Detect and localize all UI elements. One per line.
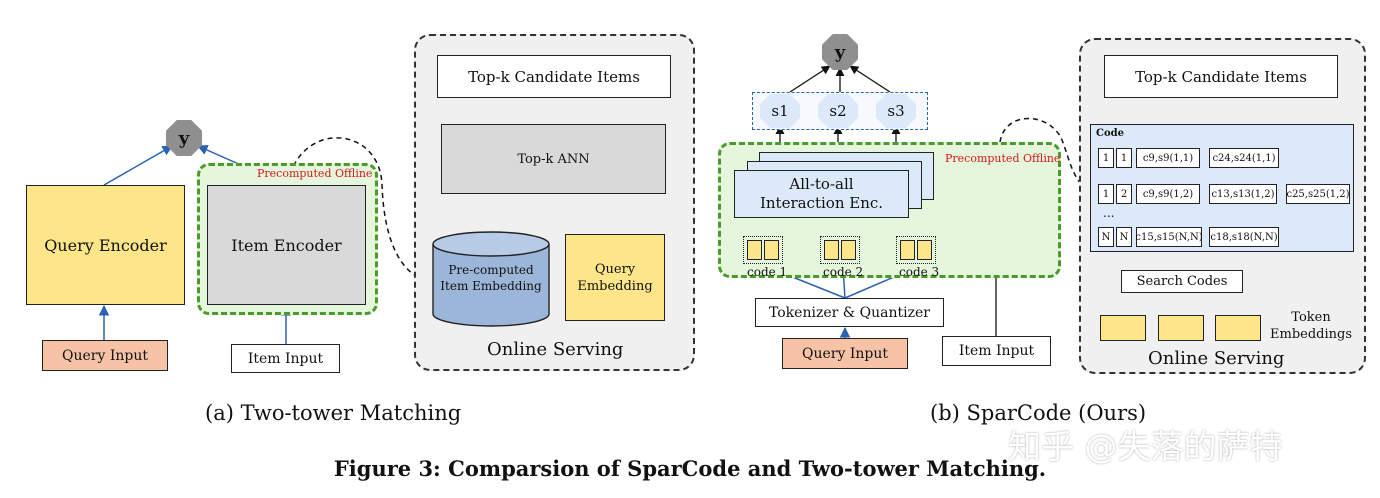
score-node-s2: s2 [818, 94, 858, 128]
query-embedding-box: Query Embedding [565, 234, 665, 321]
search-codes-box: Search Codes [1121, 270, 1243, 293]
precomputed-item-embedding-label: Pre-computed Item Embedding [440, 263, 542, 293]
code-2-token-a [824, 240, 839, 260]
all-to-all-interaction-encoder: All-to-all Interaction Enc. [734, 170, 909, 218]
code-entry: c9,s9(1,1) [1136, 148, 1200, 168]
code-2-group [820, 236, 860, 264]
database-cylinder-icon [432, 231, 550, 327]
code-entry: c25,s25(1,2) [1286, 184, 1350, 204]
code-table-title: Code [1096, 128, 1124, 139]
token-embedding-3 [1215, 315, 1261, 341]
query-encoder-box: Query Encoder [26, 185, 185, 305]
code-2-label: code 2 [823, 265, 864, 279]
code-entry: c9,s9(1,2) [1136, 184, 1200, 204]
code-entry: c13,s13(1,2) [1209, 184, 1277, 204]
top-k-candidates-box-left: Top-k Candidate Items [437, 55, 671, 98]
query-input-box-right: Query Input [782, 338, 908, 369]
online-serving-label-left: Online Serving [487, 339, 624, 360]
item-input-box: Item Input [231, 344, 340, 373]
top-k-candidates-box-right: Top-k Candidate Items [1104, 55, 1338, 98]
caption-b: (b) SparCode (Ours) [930, 401, 1147, 425]
code-1-group [743, 236, 783, 264]
code-2-token-b [841, 240, 856, 260]
code-key: N [1098, 227, 1114, 247]
code-3-token-a [900, 240, 915, 260]
query-input-box: Query Input [42, 340, 168, 371]
token-embedding-1 [1100, 315, 1146, 341]
code-entry: c18,s18(N,N) [1209, 227, 1279, 247]
code-entry: c24,s24(1,1) [1209, 148, 1279, 168]
code-table-ellipsis: ... [1103, 206, 1115, 220]
score-node-s3: s3 [876, 94, 916, 128]
precomputed-offline-label-right: Precomputed Offline [945, 152, 1061, 165]
token-embeddings-label: Token Embeddings [1270, 310, 1352, 342]
output-node-y-right: y [822, 34, 858, 70]
code-1-token-b [764, 240, 779, 260]
code-3-label: code 3 [899, 265, 940, 279]
figure-caption: Figure 3: Comparsion of SparCode and Two… [333, 456, 1047, 481]
code-key: 2 [1116, 184, 1132, 204]
code-1-token-a [747, 240, 762, 260]
precomputed-offline-label: Precomputed Offline [257, 167, 373, 180]
caption-a: (a) Two-tower Matching [205, 401, 462, 425]
score-node-s1: s1 [760, 94, 800, 128]
output-node-y: y [166, 120, 202, 156]
online-serving-label-right: Online Serving [1148, 348, 1285, 369]
tokenizer-quantizer-box: Tokenizer & Quantizer [755, 298, 944, 327]
watermark: 知乎 @失落的萨特 [1008, 427, 1283, 466]
code-3-group [896, 236, 936, 264]
item-input-box-right: Item Input [942, 336, 1051, 366]
code-entry: c15,s15(N,N) [1135, 227, 1203, 247]
code-1-label: code 1 [747, 265, 788, 279]
code-key: N [1116, 227, 1132, 247]
code-key: 1 [1098, 184, 1114, 204]
code-3-token-b [917, 240, 932, 260]
code-key: 1 [1098, 148, 1114, 168]
item-encoder-box: Item Encoder [207, 185, 366, 305]
token-embedding-2 [1158, 315, 1204, 341]
top-k-ann-box: Top-k ANN [441, 124, 666, 194]
code-key: 1 [1116, 148, 1132, 168]
